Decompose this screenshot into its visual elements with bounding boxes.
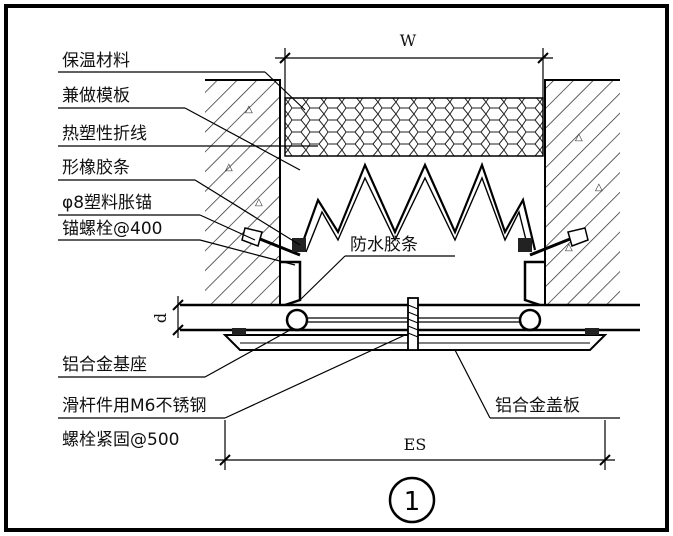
label-fold-line: 热塑性折线: [62, 124, 147, 144]
svg-text:△: △: [255, 197, 263, 208]
svg-text:△: △: [225, 162, 233, 173]
dimension-d: d: [151, 296, 184, 338]
dim-d-label: d: [151, 313, 170, 323]
concrete-wall-right: △ △ △: [544, 79, 620, 305]
svg-text:△: △: [245, 104, 253, 115]
insulation-block: [284, 97, 544, 157]
concrete-wall-left: △ △ △: [205, 79, 281, 305]
label-anchor-bolt: 锚螺栓@400: [62, 219, 162, 239]
svg-text:△: △: [575, 132, 583, 143]
detail-number: 1: [404, 487, 421, 517]
dim-es-label: ES: [404, 435, 427, 454]
leader-lines: [58, 71, 620, 419]
label-waterproof-strip: 防水胶条: [350, 235, 418, 255]
anchor-right: [518, 227, 589, 257]
label-rubber-strip: 形橡胶条: [62, 158, 130, 178]
detail-number-marker: 1: [388, 476, 436, 524]
dimension-w: W: [275, 31, 553, 98]
outer-frame: [4, 4, 669, 532]
label-bolt-fix: 螺栓紧固@500: [62, 430, 179, 450]
label-slide-bolt: 滑杆件用M6不锈钢: [62, 396, 206, 416]
dim-w-label: W: [400, 31, 417, 50]
label-aluminum-base: 铝合金基座: [62, 355, 147, 375]
center-bolt: [407, 297, 419, 351]
dimension-es: ES: [215, 420, 615, 470]
svg-text:△: △: [565, 242, 573, 253]
label-formwork: 兼做模板: [62, 86, 130, 106]
label-aluminum-cover: 铝合金盖板: [495, 396, 580, 416]
svg-text:△: △: [595, 182, 603, 193]
label-insulation: 保温材料: [62, 51, 130, 71]
label-plastic-anchor: φ8塑料胀锚: [62, 193, 152, 213]
fold-line-zigzag: [298, 161, 537, 253]
